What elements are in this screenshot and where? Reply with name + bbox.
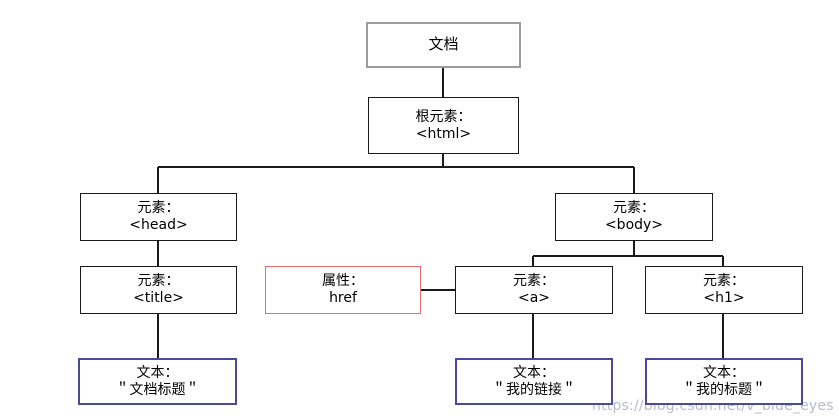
node-href-line2: href [329,290,357,306]
node-title-line1: 元素： [137,273,180,290]
node-html-line1: 根元素： [415,108,472,125]
node-title-line2: <title> [133,290,184,306]
node-text-title-line2: ＂文档标题＂ [115,381,200,398]
node-body-line2: <body> [604,217,664,233]
node-head-line1: 元素： [137,200,180,217]
node-element-anchor[interactable]: 元素： <a> [455,266,613,314]
node-element-head[interactable]: 元素： <head> [80,193,237,241]
node-text-my-heading[interactable]: 文本： ＂我的标题＂ [645,358,803,405]
node-element-h1[interactable]: 元素： <h1> [645,266,803,314]
node-body-line1: 元素： [613,200,655,217]
node-head-line2: <head> [129,217,188,233]
node-text-my-link[interactable]: 文本： ＂我的链接＂ [455,358,613,405]
node-anchor-line2: <a> [517,290,551,306]
node-html-line2: <html> [415,125,472,142]
node-text-link-line1: 文本： [513,364,555,381]
node-document-line1: 文档 [428,35,459,54]
node-text-h1-line1: 文本： [703,364,745,381]
node-attribute-href[interactable]: 属性： href [265,266,421,314]
node-text-link-line2: ＂我的链接＂ [492,381,576,398]
node-h1-line1: 元素： [703,273,745,290]
node-text-title-line1: 文本： [136,364,179,381]
node-document[interactable]: 文档 [366,22,521,68]
node-text-document-title[interactable]: 文本： ＂文档标题＂ [78,358,237,405]
node-href-line1: 属性： [322,273,364,290]
node-element-title[interactable]: 元素： <title> [80,266,237,314]
node-anchor-line1: 元素： [513,273,555,290]
node-h1-line2: <h1> [703,290,745,306]
node-element-body[interactable]: 元素： <body> [555,193,713,241]
node-text-h1-line2: ＂我的标题＂ [682,381,766,398]
node-root-element-html[interactable]: 根元素： <html> [368,97,519,154]
